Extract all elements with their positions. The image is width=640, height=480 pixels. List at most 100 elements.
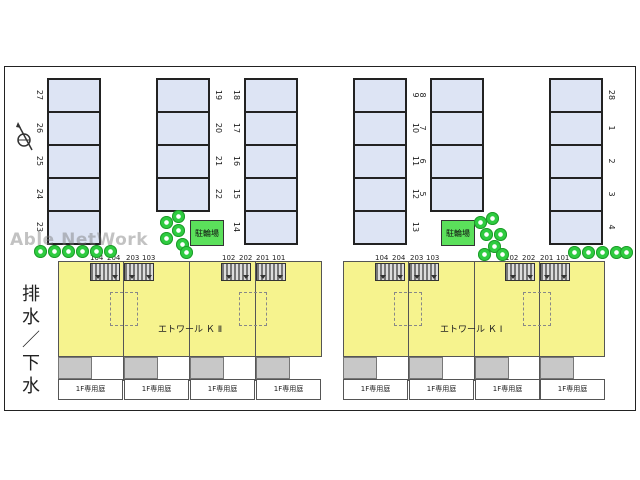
parking-space [244,144,298,179]
parking-space [549,144,603,179]
unit-divider [123,261,124,381]
interior-outline [523,292,551,326]
private-garden: 1F専用庭 [256,379,321,400]
room-number: 102 [505,254,519,262]
compass-icon [16,122,33,151]
tree-icon [180,246,193,259]
room-number: 201 [540,254,554,262]
parking-space [156,111,210,146]
parking-space-number: 21 [214,155,223,167]
room-number: 103 [426,254,440,262]
tree-icon [48,245,61,258]
parking-space [156,144,210,179]
room-number: 202 [522,254,536,262]
door-icon [226,275,232,279]
door-icon [431,275,437,279]
tree-icon [172,224,185,237]
room-number: 101 [272,254,286,262]
tree-icon [494,228,507,241]
room-number: 203 [126,254,140,262]
parking-space [430,144,484,179]
private-garden: 1F専用庭 [475,379,540,400]
parking-space-number: 22 [214,188,223,200]
room-number: 103 [142,254,156,262]
private-garden: 1F専用庭 [409,379,474,400]
parking-space-number: 14 [232,221,241,233]
garden-patio [58,357,92,379]
door-icon [544,275,550,279]
room-number: 203 [410,254,424,262]
tree-icon [104,245,117,258]
parking-space [549,78,603,113]
parking-space [549,177,603,212]
tree-icon [172,210,185,223]
parking-space [549,210,603,245]
tree-icon [486,212,499,225]
tree-icon [478,248,491,261]
parking-space-number: 25 [35,155,44,167]
parking-space [244,210,298,245]
bike-parking-left: 駐輪場 [190,220,224,246]
garden-patio [124,357,158,379]
parking-space [244,78,298,113]
parking-space [156,78,210,113]
parking-space [244,177,298,212]
tree-icon [610,246,623,259]
parking-space [47,210,101,245]
building-name-left: エトワール Ｋ Ⅱ [158,325,223,335]
tree-icon [62,245,75,258]
drainage-char: ／ [22,330,40,351]
door-icon [260,275,266,279]
interior-outline [110,292,138,326]
garden-patio [256,357,290,379]
room-number: 204 [392,254,406,262]
parking-space [353,78,407,113]
drainage-char: 下 [22,353,40,374]
parking-space [47,144,101,179]
door-icon [561,275,567,279]
parking-space [47,111,101,146]
parking-space [353,210,407,245]
parking-space [430,78,484,113]
unit-divider [474,261,475,381]
tree-icon [160,232,173,245]
private-garden: 1F専用庭 [190,379,255,400]
building-name-right: エトワール Ｋ Ⅰ [440,325,503,335]
garden-patio [540,357,574,379]
parking-space-number: 26 [35,122,44,134]
tree-icon [90,245,103,258]
parking-space-number: 27 [35,89,44,101]
tree-icon [480,228,493,241]
private-garden: 1F専用庭 [343,379,408,400]
room-number: 202 [239,254,253,262]
parking-space-number: 3 [607,191,616,197]
unit-divider [255,261,256,381]
parking-space-number: 5 [418,191,427,197]
tree-icon [76,245,89,258]
parking-space [430,177,484,212]
parking-space [430,111,484,146]
door-icon [277,275,283,279]
door-icon [146,275,152,279]
door-icon [397,275,403,279]
garden-patio [409,357,443,379]
garden-patio [343,357,377,379]
private-garden: 1F専用庭 [540,379,605,400]
parking-space-number: 19 [214,89,223,101]
interior-outline [239,292,267,326]
parking-space [244,111,298,146]
room-number: 204 [107,254,121,262]
door-icon [510,275,516,279]
tree-icon [582,246,595,259]
drainage-char: 排 [22,284,40,305]
room-number: 104 [90,254,104,262]
door-icon [243,275,249,279]
parking-space-number: 15 [232,188,241,200]
tree-icon [34,245,47,258]
parking-space-number: 28 [607,89,616,101]
garden-patio [475,357,509,379]
parking-space-number: 18 [232,89,241,101]
door-icon [112,275,118,279]
door-icon [95,275,101,279]
parking-space [353,144,407,179]
